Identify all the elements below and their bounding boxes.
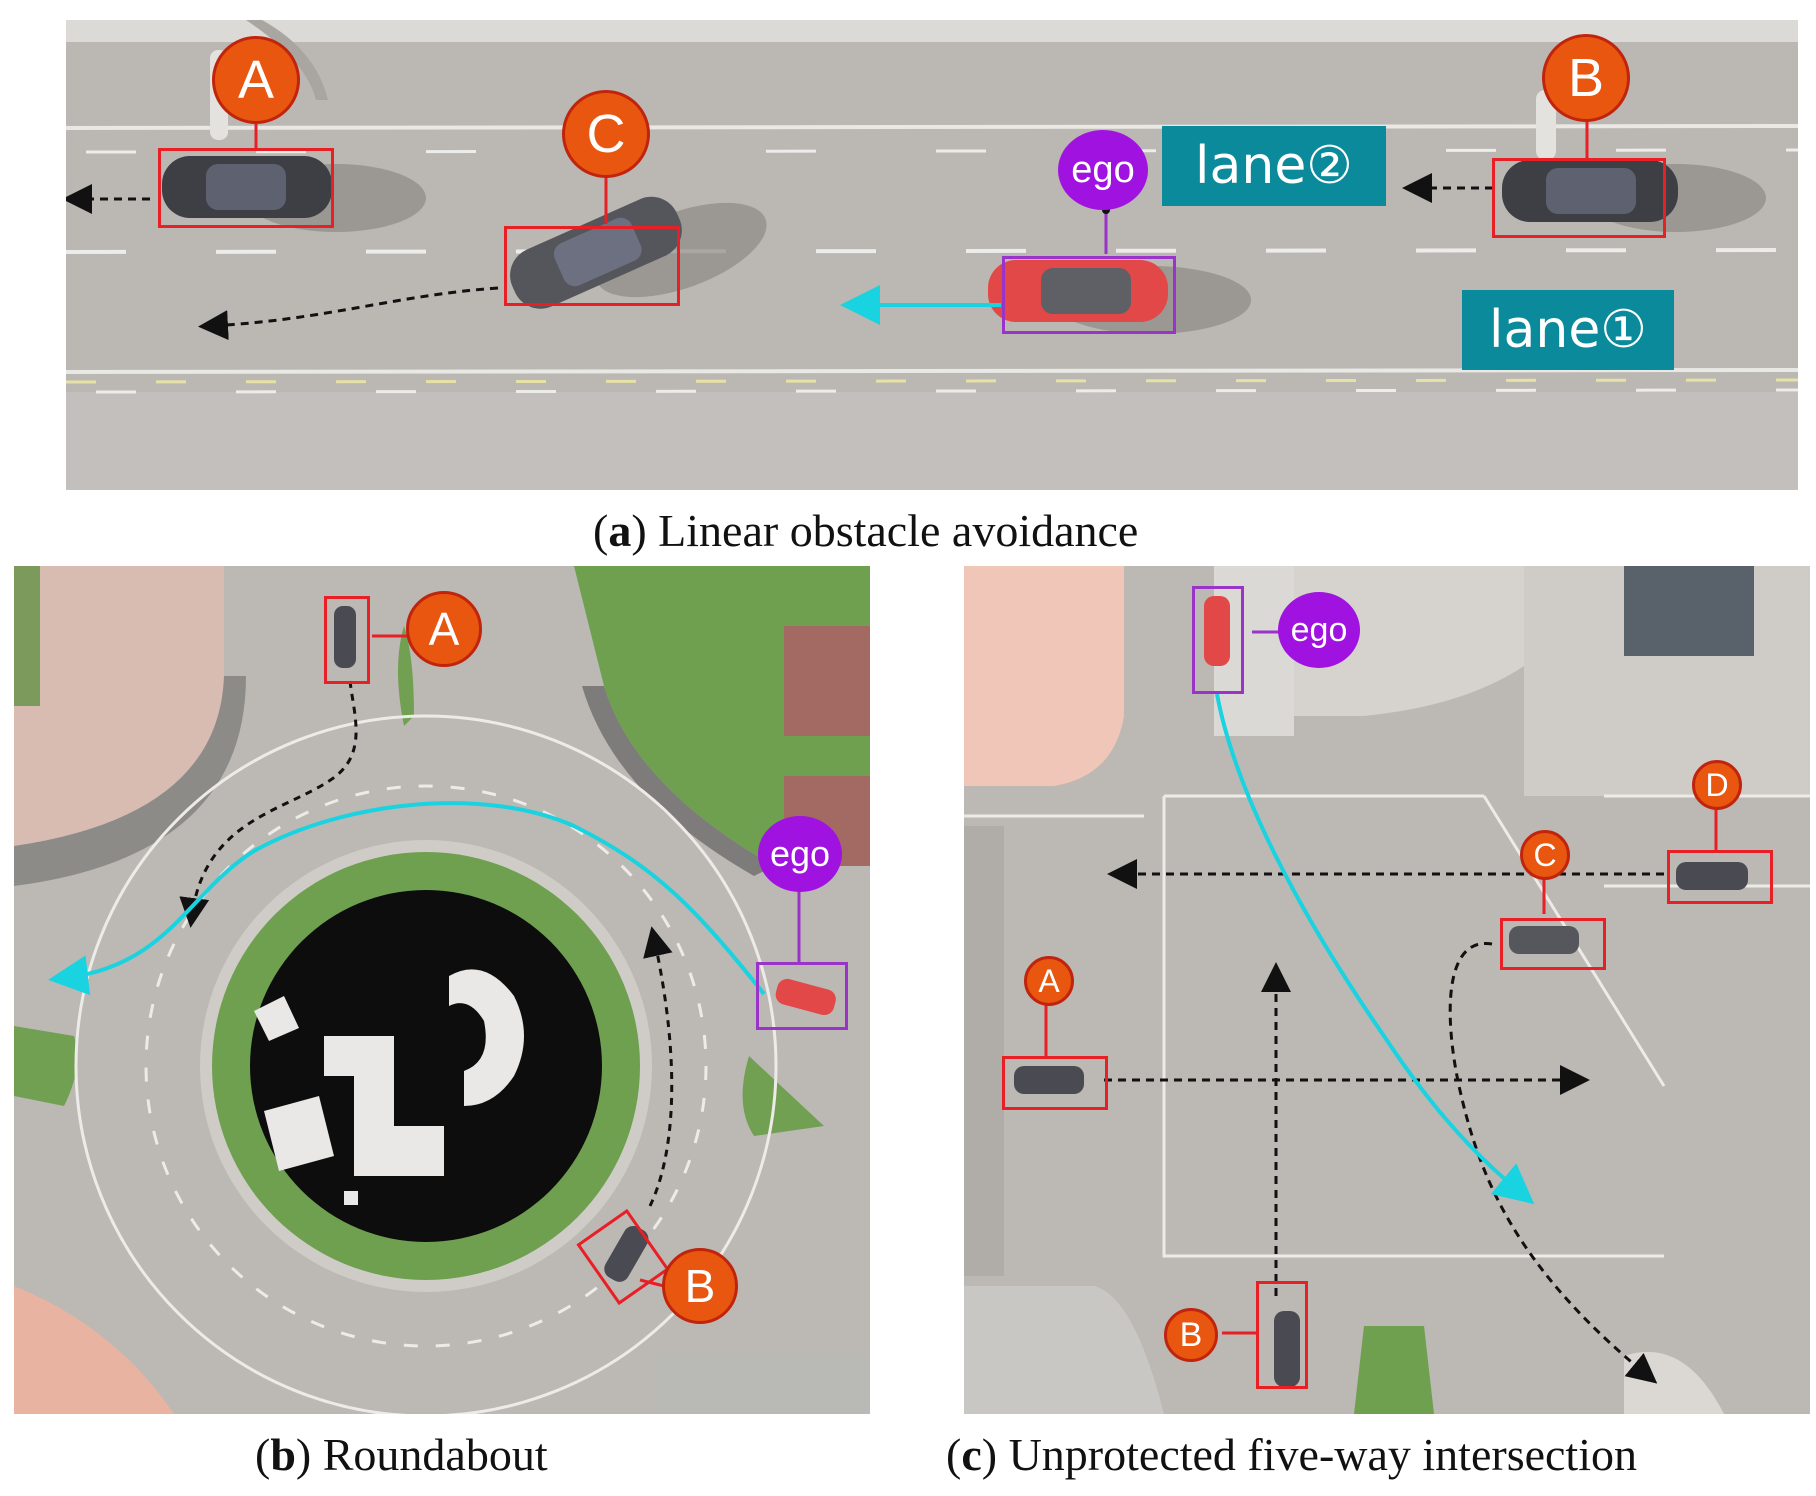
box-car-a — [158, 148, 334, 228]
box-car-c — [504, 226, 680, 306]
label-b: B — [662, 1248, 738, 1324]
panel-b-scene: A B ego — [14, 566, 870, 1414]
box-car-a — [1002, 1056, 1108, 1110]
label-a: A — [212, 36, 300, 124]
label-c: C — [1520, 830, 1570, 880]
car-a — [334, 606, 356, 668]
caption-a: (a) Linear obstacle avoidance — [593, 505, 1139, 556]
car-b — [1502, 160, 1766, 232]
label-a: A — [406, 591, 482, 667]
box-car-ego — [1002, 256, 1176, 334]
panel-c-scene: ego A B C D — [964, 566, 1810, 1414]
path-ego-arrow — [1215, 693, 1535, 1205]
label-ego: ego — [1278, 592, 1360, 668]
path-b-arrow — [643, 926, 674, 1207]
lane-1-label: lane① — [1462, 290, 1674, 370]
box-car-b — [1492, 158, 1666, 238]
label-b: B — [1164, 1308, 1218, 1362]
car-ego — [775, 978, 836, 1016]
label-a: A — [1024, 956, 1074, 1006]
car-c — [1509, 926, 1579, 954]
label-c: C — [562, 90, 650, 178]
label-b: B — [1542, 34, 1630, 122]
lane-2-label: lane② — [1162, 126, 1386, 206]
panel-a-scene: A C B ego lane② lane① — [66, 20, 1798, 490]
caption-c: (c) Unprotected five-way intersection — [946, 1429, 1637, 1480]
box-car-a — [324, 596, 370, 684]
label-ego: ego — [1058, 130, 1148, 210]
path-c-arrow — [1448, 942, 1658, 1384]
car-a — [1014, 1066, 1084, 1094]
panel-c-intersection — [964, 566, 1810, 1414]
caption-b: (b) Roundabout — [255, 1429, 548, 1480]
car-d — [1676, 862, 1748, 890]
box-car-d — [1667, 850, 1773, 904]
box-car-ego — [1192, 586, 1244, 694]
path-ego-arrow — [48, 801, 766, 996]
car-b — [604, 1225, 649, 1282]
car-a — [162, 156, 426, 232]
box-car-b — [1256, 1281, 1308, 1389]
car-ego — [1204, 596, 1230, 666]
panel-a-road — [66, 20, 1798, 490]
car-ego — [988, 260, 1251, 334]
path-a-arrow — [179, 680, 358, 928]
car-b — [1274, 1311, 1300, 1387]
label-d: D — [1692, 760, 1742, 810]
label-ego: ego — [758, 816, 842, 892]
panel-b-roundabout — [14, 566, 870, 1414]
box-car-ego — [756, 962, 848, 1030]
path-c-arrow — [198, 286, 499, 341]
car-c — [510, 196, 767, 309]
box-car-c — [1500, 918, 1606, 970]
